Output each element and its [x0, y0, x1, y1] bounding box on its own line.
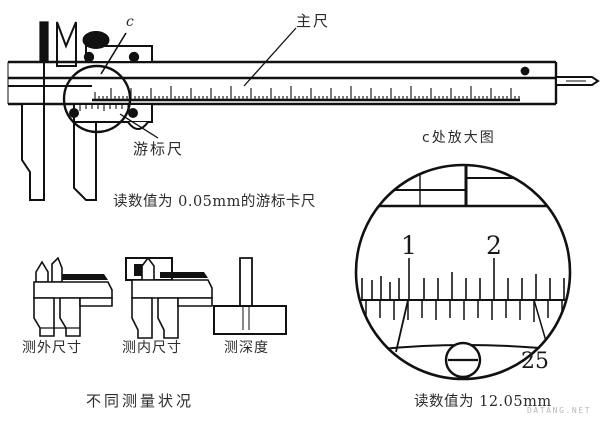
main-scale-ticks: [92, 86, 520, 102]
outside-jaws: [8, 62, 97, 201]
mode-label-internal: 测内尺寸: [122, 340, 182, 356]
caption-reading-value: 读数值为 12.05mm: [414, 394, 552, 410]
main-scale-beam: [7, 60, 558, 106]
magnified-view: 1 2 25: [354, 163, 572, 381]
mode-icon-internal: [125, 256, 213, 339]
callout-circle-c: [62, 64, 132, 134]
label-callout-c: c: [126, 14, 134, 30]
label-main-scale: 主尺: [296, 12, 331, 30]
caption-caliper-precision: 读数值为 0.05mm的游标卡尺: [113, 194, 316, 210]
leader-main-scale: [243, 27, 297, 87]
mode-icon-external: [33, 256, 113, 337]
mode-label-depth: 测深度: [224, 340, 269, 356]
mag-vernier-label-25: 25: [521, 349, 549, 374]
label-vernier-scale: 游标尺: [133, 140, 185, 158]
label-magnified-view-title: c处放大图: [422, 130, 496, 146]
inside-jaws: [39, 21, 77, 67]
mag-main-label-2: 2: [486, 231, 502, 260]
mode-label-external: 测外尺寸: [22, 340, 82, 356]
vernier-slider: [69, 31, 153, 130]
mag-main-label-1: 1: [401, 231, 417, 260]
mode-icon-depth: [213, 257, 287, 335]
caliper-assembly: [7, 21, 600, 201]
caption-measurement-modes: 不同测量状况: [86, 392, 195, 410]
leader-vernier-scale: [119, 113, 159, 139]
depth-rod: [555, 76, 600, 86]
leader-c: [100, 32, 127, 75]
watermark: DATANG.NET: [527, 406, 592, 415]
beam-rivet: [520, 66, 530, 76]
